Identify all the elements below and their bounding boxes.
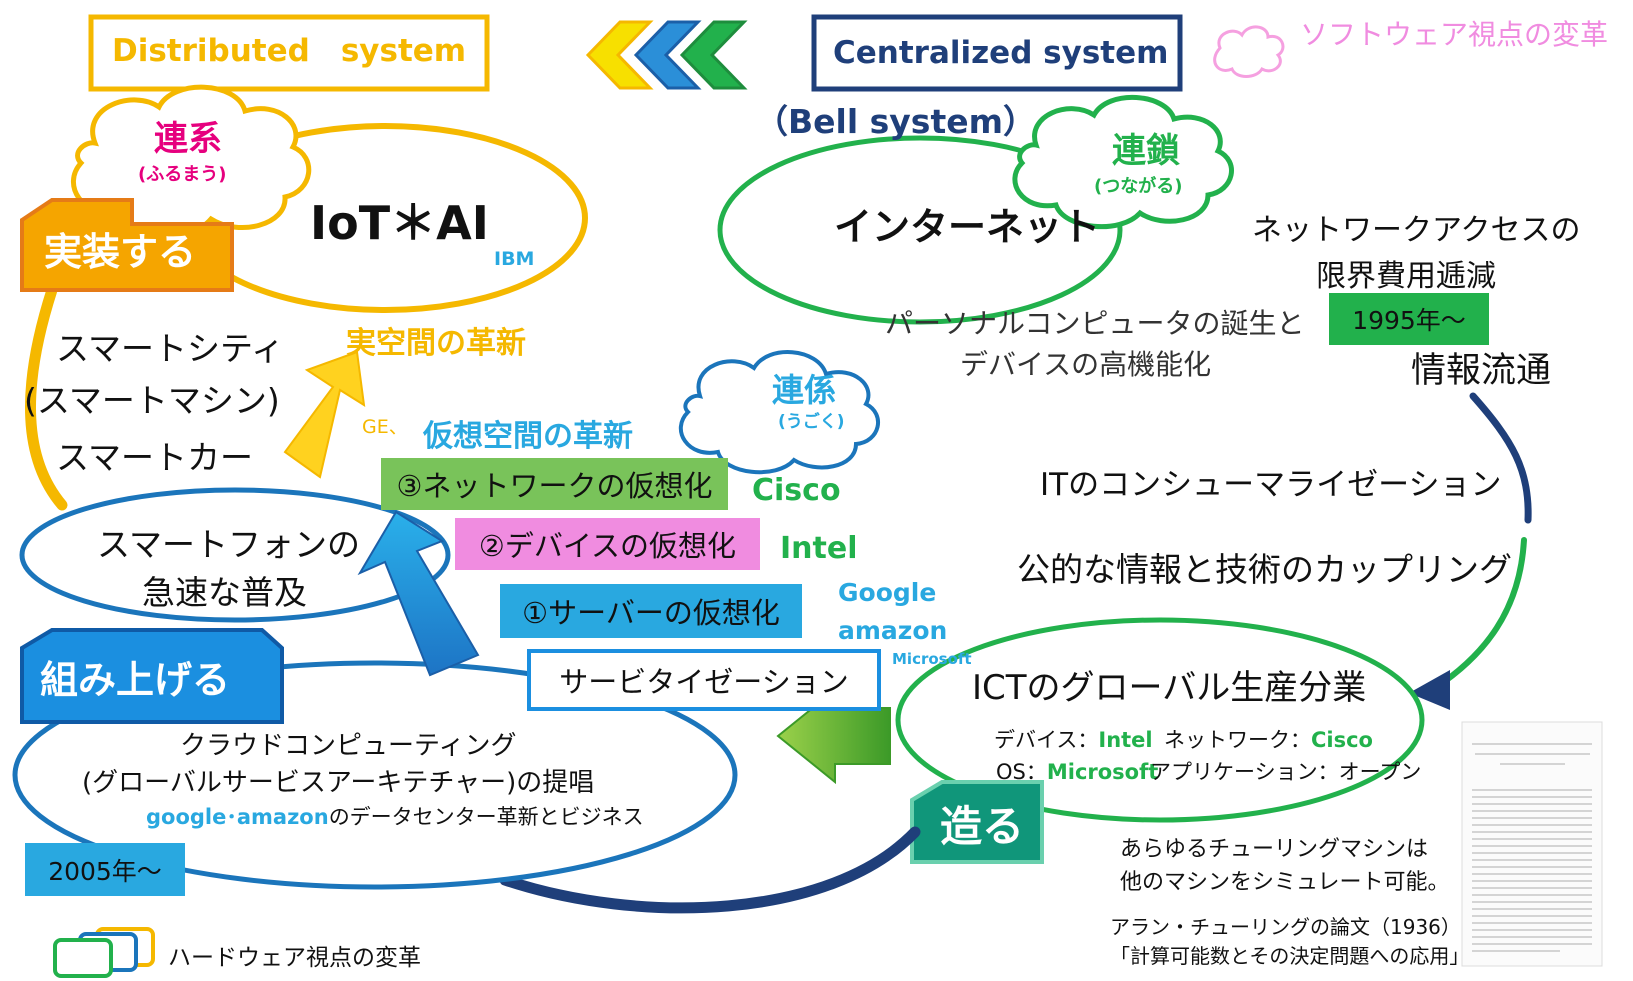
software-legend-label: ソフトウェア視点の変革 (1300, 18, 1609, 51)
renkei-sub: (ふるまう) (138, 164, 227, 185)
centralized-title: Centralized system (833, 35, 1169, 71)
renkei2-sub: (うごく) (778, 412, 845, 432)
assemble-tab-label: 組み上げる (40, 658, 231, 702)
app-row: アプリケーション：オープン (1150, 760, 1422, 784)
distributed-title: Distributed system (112, 33, 467, 69)
orange-arc (25, 284, 68, 511)
real-space-label: 実空間の革新 (346, 326, 526, 361)
microsoft-label: Microsoft (892, 650, 972, 668)
smart-city-label: スマートシティ (56, 329, 285, 368)
software-legend-icon (1213, 25, 1285, 78)
smartphone-line2: 急速な普及 (142, 573, 307, 612)
cloud-computing-rest: のデータセンター革新とビジネス (328, 805, 644, 829)
network-row: ネットワーク：Cisco (1164, 730, 1373, 751)
hardware-legend-label: ハードウェア視点の変革 (168, 945, 421, 971)
turing-line3: アラン・チューリングの論文（1936） (1110, 915, 1461, 939)
device-row: デバイス：Intel (994, 730, 1153, 751)
year-1995-label: 1995年～ (1352, 306, 1466, 335)
turing-line1: あらゆるチューリングマシンは (1120, 837, 1429, 862)
network-access-line1: ネットワークアクセスの (1252, 213, 1581, 248)
os-key: OS： (996, 760, 1047, 784)
chevron-arrows (585, 20, 748, 90)
device-virtualization-box (455, 518, 760, 570)
pc-birth-line1: パーソナルコンピュータの誕生と (885, 307, 1305, 340)
cloud-computing-line1: クラウドコンピューティング (180, 731, 517, 761)
ibm-label: IBM (494, 248, 535, 270)
cloud-computing-line3: google･amazonのデータセンター革新とビジネス (146, 807, 644, 828)
servitization-label: サービタイゼーション (559, 665, 849, 699)
green-curve-head (1409, 670, 1450, 710)
distributed-box (88, 14, 490, 92)
ict-division-label: ICTのグローバル生産分業 (972, 668, 1367, 708)
pc-birth-line2: デバイスの高機能化 (960, 348, 1212, 381)
os-value: Microsoft (1046, 760, 1159, 784)
network-value: Cisco (1311, 728, 1373, 752)
server-virtualization-box (500, 584, 802, 638)
ge-label: GE、 (362, 416, 408, 438)
iot-ai-label: IoT＊AI (310, 196, 489, 250)
smartphone-ellipse (19, 487, 451, 623)
bell-system-label: （Bell system） (755, 102, 1036, 141)
internet-label: インターネット (834, 205, 1101, 249)
renkei2-cloud (678, 350, 880, 475)
centralized-box (811, 14, 1183, 92)
smart-machine-label: (スマートマシン) (24, 381, 280, 420)
cloud-computing-brands: google･amazon (146, 805, 329, 829)
blue-up-arrow (357, 510, 480, 677)
network-virtualization-box (381, 458, 728, 510)
green-curve (1432, 537, 1527, 691)
google-label: Google (838, 578, 937, 607)
network-access-line2: 限界費用逓減 (1316, 259, 1496, 294)
yellow-up-arrow (283, 350, 366, 479)
device-virtualization-label: ②デバイスの仮想化 (478, 529, 737, 563)
coupling-label: 公的な情報と技術のカップリング (1017, 550, 1512, 589)
rensa-sub: (つながる) (1094, 176, 1183, 197)
cloud-computing-line2: (グローバルサービスアーキテチャー)の提唱 (82, 768, 595, 798)
make-tab (910, 780, 1044, 864)
smartphone-line1: スマートフォンの (97, 525, 361, 564)
assemble-tab (20, 628, 284, 724)
server-virtualization-label: ①サーバーの仮想化 (522, 596, 780, 630)
consumerization-label: ITのコンシューマライゼーション (1040, 467, 1502, 503)
implement-tab-label: 実装する (44, 230, 197, 274)
navy-curve (1469, 392, 1532, 524)
renkei-main: 連系 (154, 119, 222, 159)
cisco-label: Cisco (752, 473, 841, 508)
ict-ellipse (895, 617, 1425, 823)
year-2005-label: 2005年～ (48, 856, 162, 886)
servitization-box (527, 649, 881, 711)
info-flow-label: 情報流通 (1411, 351, 1552, 391)
turing-paper-image (1461, 721, 1603, 967)
os-row: OS：Microsoft (996, 762, 1158, 783)
amazon-label: amazon (838, 616, 948, 645)
network-virtualization-label: ③ネットワークの仮想化 (396, 469, 713, 503)
year-1995-box (1329, 293, 1489, 345)
device-key: デバイス： (994, 728, 1099, 752)
rensa-cloud (1012, 94, 1234, 230)
implement-tab (20, 198, 234, 292)
network-key: ネットワーク： (1164, 728, 1311, 752)
rensa-main: 連鎖 (1112, 131, 1180, 171)
turing-line4: 「計算可能数とその決定問題への応用」 (1110, 944, 1470, 968)
smart-car-label: スマートカー (56, 438, 254, 477)
virtual-space-label: 仮想空間の革新 (423, 419, 633, 454)
make-tab-label: 造る (940, 802, 1025, 851)
bottom-navy-curve (499, 826, 921, 914)
hardware-legend-icon (53, 927, 155, 978)
intel-label: Intel (780, 531, 858, 566)
device-value: Intel (1098, 728, 1153, 752)
turing-line2: 他のマシンをシミュレート可能。 (1120, 870, 1450, 895)
year-2005-box (25, 843, 185, 896)
renkei2-main: 連係 (772, 371, 837, 409)
